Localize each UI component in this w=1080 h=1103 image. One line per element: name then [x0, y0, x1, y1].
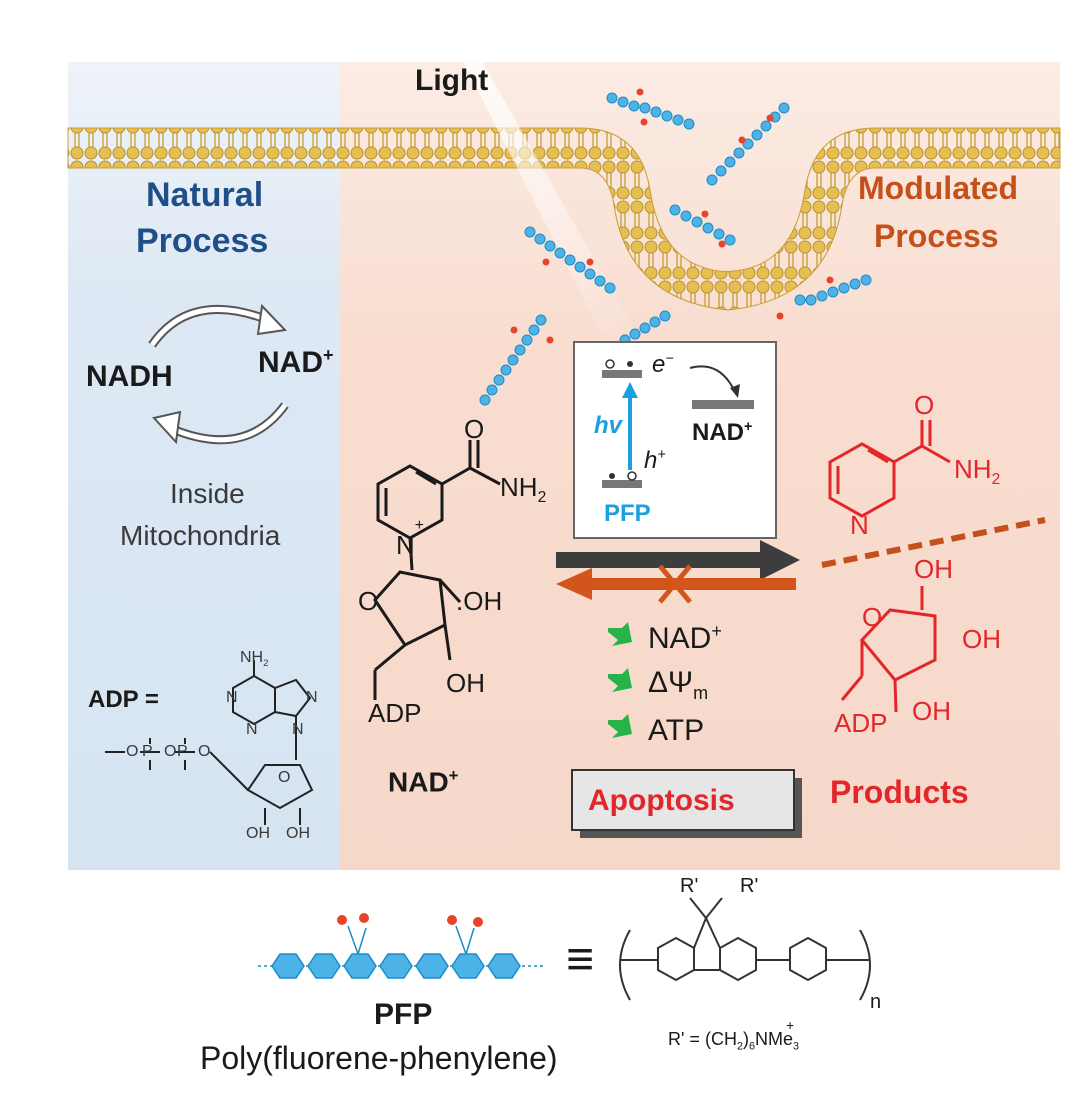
lumo-bar — [602, 370, 642, 378]
natural-title-line2: Process — [136, 222, 269, 260]
adp-o3: O — [198, 743, 211, 760]
adp-o2: O — [164, 743, 177, 760]
inset-hole: h+ — [644, 447, 666, 474]
nad-o: O — [464, 414, 485, 444]
products-oh-mid: OH — [962, 624, 1001, 654]
inset-nad: NAD+ — [692, 419, 753, 446]
apoptosis-box — [571, 769, 795, 831]
effect-atp: ATP — [648, 714, 705, 747]
effect-nad: NAD+ — [648, 621, 722, 655]
inset-pfp: PFP — [604, 500, 651, 527]
homo-bar — [602, 480, 642, 488]
adp-p2: P — [177, 743, 188, 760]
pfp-r-definition: R' = (CH2)6NMe3 — [668, 1029, 800, 1053]
nadh-label: NADH — [86, 360, 173, 393]
inside-label-line2: Mitochondria — [120, 520, 281, 551]
cleavage-line — [821, 517, 1046, 568]
adp-n2: N — [306, 689, 318, 706]
products-oh-low: OH — [912, 696, 951, 726]
nad-nh2: NH2 — [500, 472, 547, 507]
reverse-arrow — [590, 578, 796, 590]
adp-n3: N — [246, 721, 258, 738]
decrease-arrows — [608, 622, 632, 738]
nad-adp: ADP — [368, 698, 422, 728]
pfp-full-name: Poly(fluorene-phenylene) — [200, 1040, 558, 1076]
membrane — [67, 127, 1061, 311]
products-label: Products — [830, 774, 969, 810]
electron-transfer-arrow — [689, 365, 736, 393]
natural-panel — [68, 62, 340, 870]
adp-o4: O — [278, 769, 291, 786]
nad-ring-o: O — [358, 586, 379, 616]
adp-o1: O — [126, 743, 139, 760]
pfp-chain-sidegroups — [510, 88, 834, 344]
adp-structure — [105, 660, 314, 825]
products-adp: ADP — [834, 708, 888, 738]
forward-arrow — [556, 552, 762, 568]
products-o: O — [914, 390, 935, 420]
pfp-bottom-chain — [271, 953, 521, 979]
products-ring-o: O — [862, 602, 883, 632]
adp-oh2: OH — [286, 825, 310, 842]
products-n: N — [850, 510, 869, 540]
adp-p1: P — [142, 743, 153, 760]
apoptosis-label: Apoptosis — [588, 784, 735, 817]
products-structure — [828, 420, 951, 713]
pfp-r1: R' — [680, 875, 699, 897]
adp-oh1: OH — [246, 825, 270, 842]
light-label: Light — [415, 64, 489, 97]
pfp-n: n — [870, 991, 882, 1013]
nad-name: NAD+ — [388, 766, 459, 798]
adp-n1: N — [226, 689, 238, 706]
modulated-title-line2: Process — [874, 218, 999, 254]
natural-title-line1: Natural — [146, 176, 264, 214]
adp-nh2: NH2 — [240, 649, 269, 670]
pfp-structure — [619, 897, 871, 1001]
effect-membrane-potential: ΔΨm — [648, 666, 709, 703]
adp-eq-label: ADP = — [88, 686, 159, 713]
inset-hv: hv — [594, 412, 623, 439]
modulated-title-line1: Modulated — [858, 170, 1018, 206]
nad-level-bar — [692, 400, 754, 409]
nad-oh1: .OH — [456, 586, 503, 616]
inset-electron: e− — [652, 351, 674, 378]
blocked-cross — [658, 564, 692, 604]
nad-plus-label: NAD+ — [258, 345, 334, 379]
pfp-name: PFP — [374, 998, 433, 1031]
equivalence-sign: ≡ — [566, 933, 595, 986]
products-oh-top: OH — [914, 554, 953, 584]
adp-n4: N — [292, 721, 304, 738]
nad-oh2: OH — [446, 668, 485, 698]
pfp-chains — [479, 92, 872, 406]
pfp-r-charge: + — [786, 1017, 795, 1033]
products-nh2: NH2 — [954, 454, 1001, 489]
nad-n: N+ — [396, 517, 424, 560]
nad-structure — [373, 440, 501, 700]
inside-label-line1: Inside — [170, 478, 245, 509]
pfp-r2: R' — [740, 875, 759, 897]
